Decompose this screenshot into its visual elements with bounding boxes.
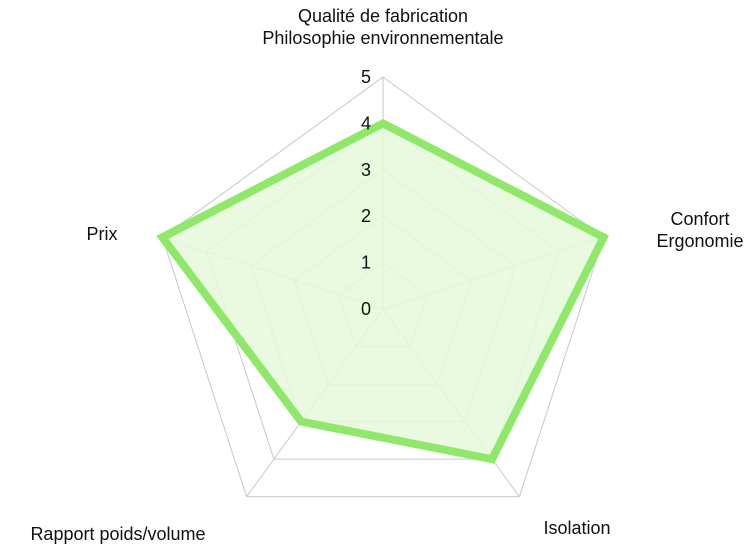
tick-label-3: 3 xyxy=(361,160,371,180)
radial-tick-labels: 0 1 2 3 4 5 xyxy=(361,67,371,319)
axis-label-3: Rapport poids/volume xyxy=(30,524,205,544)
radar-series xyxy=(156,118,609,464)
tick-label-2: 2 xyxy=(361,206,371,226)
tick-label-1: 1 xyxy=(361,253,371,273)
grid-ring-5 xyxy=(161,76,605,498)
axis-label-1-line-0: Confort xyxy=(670,209,729,229)
axis-label-4: Prix xyxy=(87,224,118,244)
tick-label-4: 4 xyxy=(361,113,371,133)
tick-label-0: 0 xyxy=(361,299,371,319)
series-polygon-0 xyxy=(156,118,609,464)
axis-label-1-line-1: Ergonomie xyxy=(656,231,743,251)
axis-label-4-line-0: Prix xyxy=(87,224,118,244)
axis-label-3-line-0: Rapport poids/volume xyxy=(30,524,205,544)
tick-label-5: 5 xyxy=(361,67,371,87)
axis-label-0-line-1: Philosophie environnementale xyxy=(262,28,503,48)
axis-label-2: Isolation xyxy=(543,518,610,538)
axis-label-2-line-0: Isolation xyxy=(543,518,610,538)
axis-label-0-line-0: Qualité de fabrication xyxy=(298,6,468,26)
